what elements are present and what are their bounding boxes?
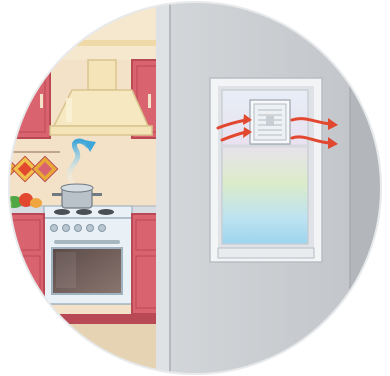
floor [0,324,170,376]
exhaust-fan-icon [250,100,290,144]
stove [44,206,132,304]
